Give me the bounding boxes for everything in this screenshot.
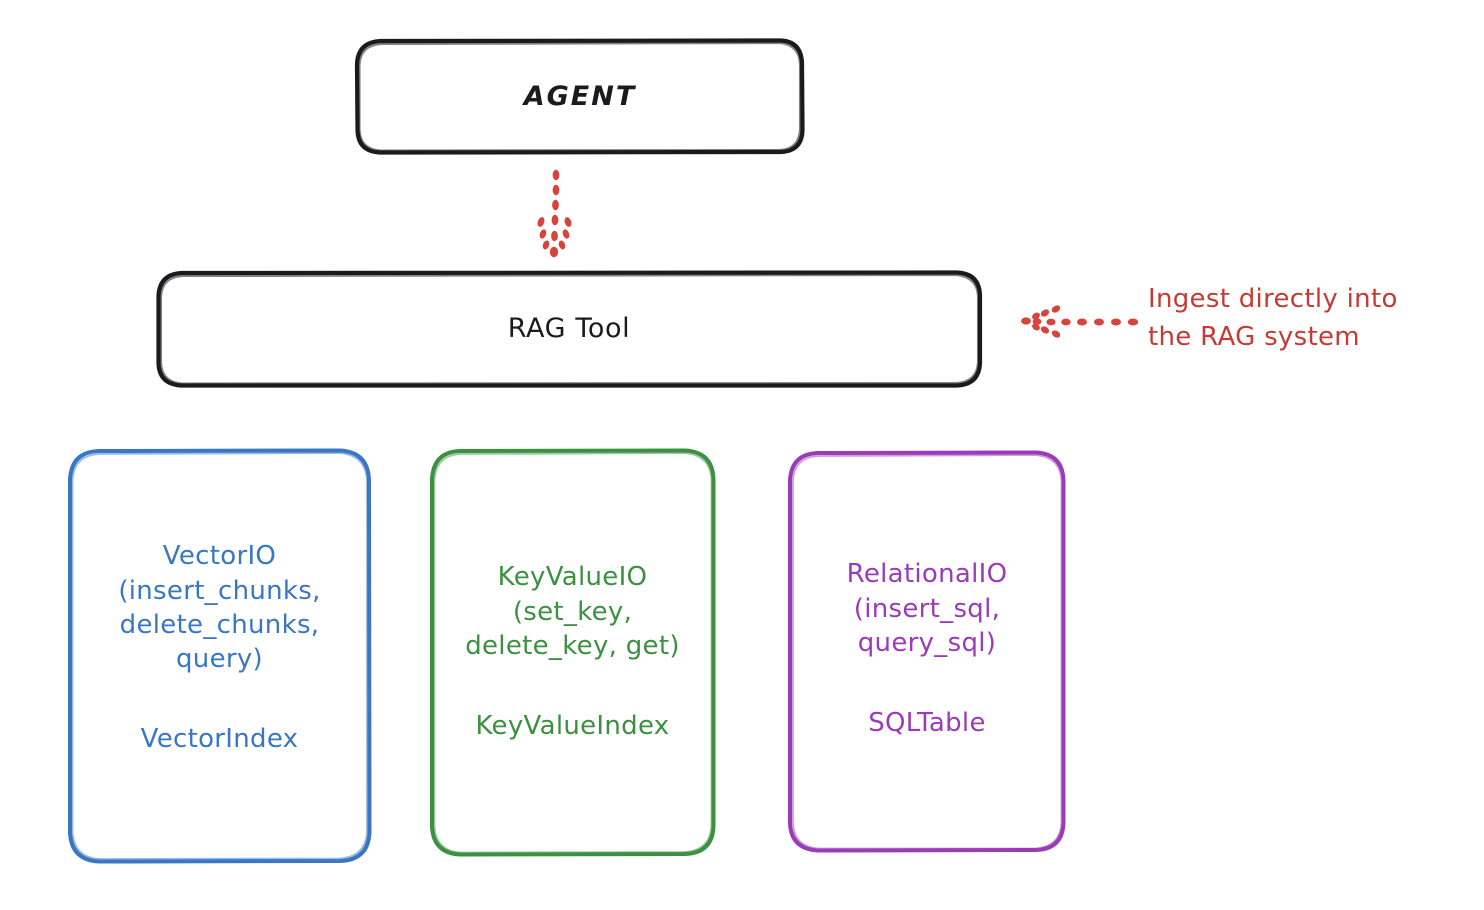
node-relational-io-content: RelationalIO (insert_sql, query_sql) SQL… — [847, 557, 1008, 740]
node-relational-io-api-label: RelationalIO (insert_sql, query_sql) — [846, 559, 1008, 658]
node-agent[interactable]: AGENT — [357, 40, 803, 153]
node-relational-io-index-label: SQLTable — [868, 708, 986, 739]
node-vector-io-index-label: VectorIndex — [140, 724, 299, 755]
node-rag-tool-label: RAG Tool — [507, 313, 631, 345]
node-key-value-io-api-label: KeyValueIO (set_key, delete_key, get) — [465, 562, 680, 661]
ingest-arrow-connector — [1021, 305, 1139, 338]
node-rag-tool[interactable]: RAG Tool — [158, 272, 980, 386]
node-vector-io-api-label: VectorIO (insert_chunks, delete_chunks, … — [118, 541, 321, 675]
agent-to-rag-connector — [537, 169, 572, 258]
node-key-value-io[interactable]: KeyValueIO (set_key, delete_key, get) Ke… — [432, 450, 713, 854]
node-vector-io[interactable]: VectorIO (insert_chunks, delete_chunks, … — [70, 450, 369, 862]
annotation-ingest-text: Ingest directly into the RAG system — [1148, 284, 1398, 352]
node-key-value-io-index-label: KeyValueIndex — [475, 711, 670, 742]
node-key-value-io-content: KeyValueIO (set_key, delete_key, get) Ke… — [465, 560, 680, 743]
node-agent-label: AGENT — [523, 80, 637, 112]
node-vector-io-content: VectorIO (insert_chunks, delete_chunks, … — [118, 539, 320, 757]
node-relational-io[interactable]: RelationalIO (insert_sql, query_sql) SQL… — [790, 452, 1064, 850]
